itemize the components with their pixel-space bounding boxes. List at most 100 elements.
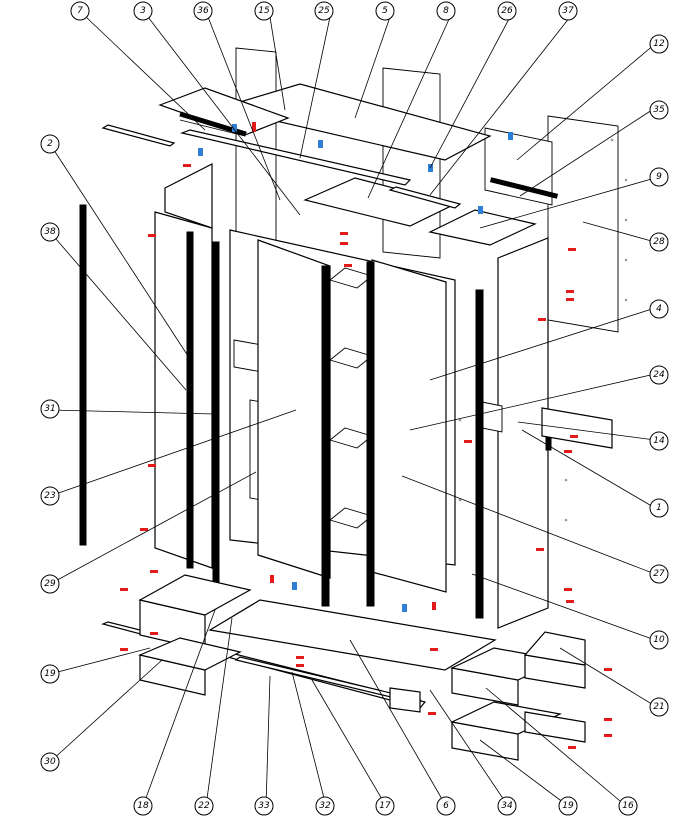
- callout-label: 21: [653, 702, 664, 712]
- callout-label: 9: [656, 172, 662, 182]
- callout-label: 38: [44, 227, 56, 237]
- callout-10: 10: [649, 630, 669, 650]
- rail-right: [475, 289, 484, 619]
- callout-34: 34: [497, 796, 517, 816]
- callout-label: 5: [382, 6, 388, 16]
- drawer-right-top-2-side: [523, 631, 586, 666]
- callout-37: 37: [558, 1, 578, 21]
- callout-label: 10: [653, 635, 665, 645]
- callout-29: 29: [40, 574, 60, 594]
- callout-4: 4: [649, 299, 669, 319]
- callout-label: 4: [656, 304, 662, 314]
- callout-label: 35: [653, 105, 665, 115]
- panel-right-mid: [481, 401, 503, 433]
- callout-label: 28: [653, 237, 665, 247]
- doors: [257, 239, 447, 593]
- side-panel-left-outer: [154, 211, 213, 569]
- callout-label: 32: [319, 801, 331, 811]
- callout-31: 31: [40, 399, 60, 419]
- callout-label: 29: [44, 579, 56, 589]
- callout-label: 25: [318, 6, 330, 16]
- callout-25: 25: [314, 1, 334, 21]
- callout-label: 16: [622, 801, 634, 811]
- callout-label: 36: [197, 6, 209, 16]
- drawer-left-bottom-side: [138, 637, 242, 671]
- callout-label: 26: [501, 6, 513, 16]
- callout-label: 27: [653, 569, 665, 579]
- callout-label: 37: [562, 6, 574, 16]
- fasteners: [120, 122, 628, 749]
- side-slat-right: [541, 407, 613, 449]
- callout-6: 6: [436, 796, 456, 816]
- callout-9: 9: [649, 167, 669, 187]
- back-panel-right: [547, 115, 619, 333]
- callout-19-left: 19: [40, 664, 60, 684]
- callout-label: 31: [44, 404, 55, 414]
- vertical-rails: [79, 204, 552, 619]
- drawer-left-top-side: [138, 574, 252, 616]
- roof-edge-rail: [179, 119, 246, 137]
- box-strip: [489, 177, 559, 199]
- callout-label: 6: [443, 801, 449, 811]
- callout-15-top: 15: [254, 1, 274, 21]
- callout-30: 30: [40, 752, 60, 772]
- callout-label: 12: [653, 39, 665, 49]
- base-panel: [208, 599, 497, 671]
- callout-23: 23: [40, 486, 60, 506]
- callout-label: 7: [77, 6, 83, 16]
- top-rail-left: [101, 124, 176, 147]
- drawers: [138, 574, 586, 761]
- callout-21: 21: [649, 697, 669, 717]
- callout-5: 5: [375, 1, 395, 21]
- callout-32: 32: [315, 796, 335, 816]
- callout-label: 19: [562, 801, 574, 811]
- callout-label: 33: [258, 801, 270, 811]
- callout-label: 24: [653, 370, 665, 380]
- callout-label: 19: [44, 669, 56, 679]
- callout-28: 28: [649, 232, 669, 252]
- callout-27: 27: [649, 564, 669, 584]
- callout-label: 3: [140, 6, 146, 16]
- callouts: 7 3 36 15 25 5 8 26: [40, 1, 669, 816]
- callout-label: 14: [653, 436, 665, 446]
- back-panel-center: [382, 67, 441, 259]
- callout-label: 34: [501, 801, 513, 811]
- callout-label: 8: [443, 6, 449, 16]
- callout-label: 15: [258, 6, 270, 16]
- leader-lines: [49, 16, 656, 807]
- callout-33: 33: [254, 796, 274, 816]
- callout-35: 35: [649, 100, 669, 120]
- callout-17: 17: [375, 796, 395, 816]
- callout-label: 23: [44, 491, 56, 501]
- plinth-mid: [389, 687, 421, 713]
- callout-label: 30: [44, 757, 56, 767]
- rail-left-2: [212, 241, 220, 585]
- callout-label: 1: [656, 503, 662, 513]
- side-panel-left-top: [164, 163, 213, 229]
- rail-far-left: [79, 204, 87, 546]
- callout-7: 7: [70, 1, 90, 21]
- callout-2: 2: [40, 134, 60, 154]
- inner-shelves: [233, 267, 503, 529]
- door-right: [371, 259, 447, 593]
- callout-16: 16: [618, 796, 638, 816]
- callout-14: 14: [649, 431, 669, 451]
- drawer-right-bottom-2: [524, 711, 586, 743]
- top-rail-right: [388, 186, 462, 209]
- callout-38: 38: [40, 222, 60, 242]
- callout-22: 22: [194, 796, 214, 816]
- callout-19-bottom: 19: [558, 796, 578, 816]
- callout-26: 26: [497, 1, 517, 21]
- rail-door-left: [321, 265, 330, 607]
- roof-panel-main: [217, 83, 492, 161]
- callout-36: 36: [193, 1, 213, 21]
- rail-left-1: [186, 231, 194, 569]
- top-rail-center: [179, 129, 412, 186]
- callout-label: 18: [137, 801, 149, 811]
- callout-24: 24: [649, 365, 669, 385]
- callout-label: 2: [47, 139, 53, 149]
- callout-label: 17: [379, 801, 391, 811]
- callout-3: 3: [133, 1, 153, 21]
- callout-12: 12: [649, 34, 669, 54]
